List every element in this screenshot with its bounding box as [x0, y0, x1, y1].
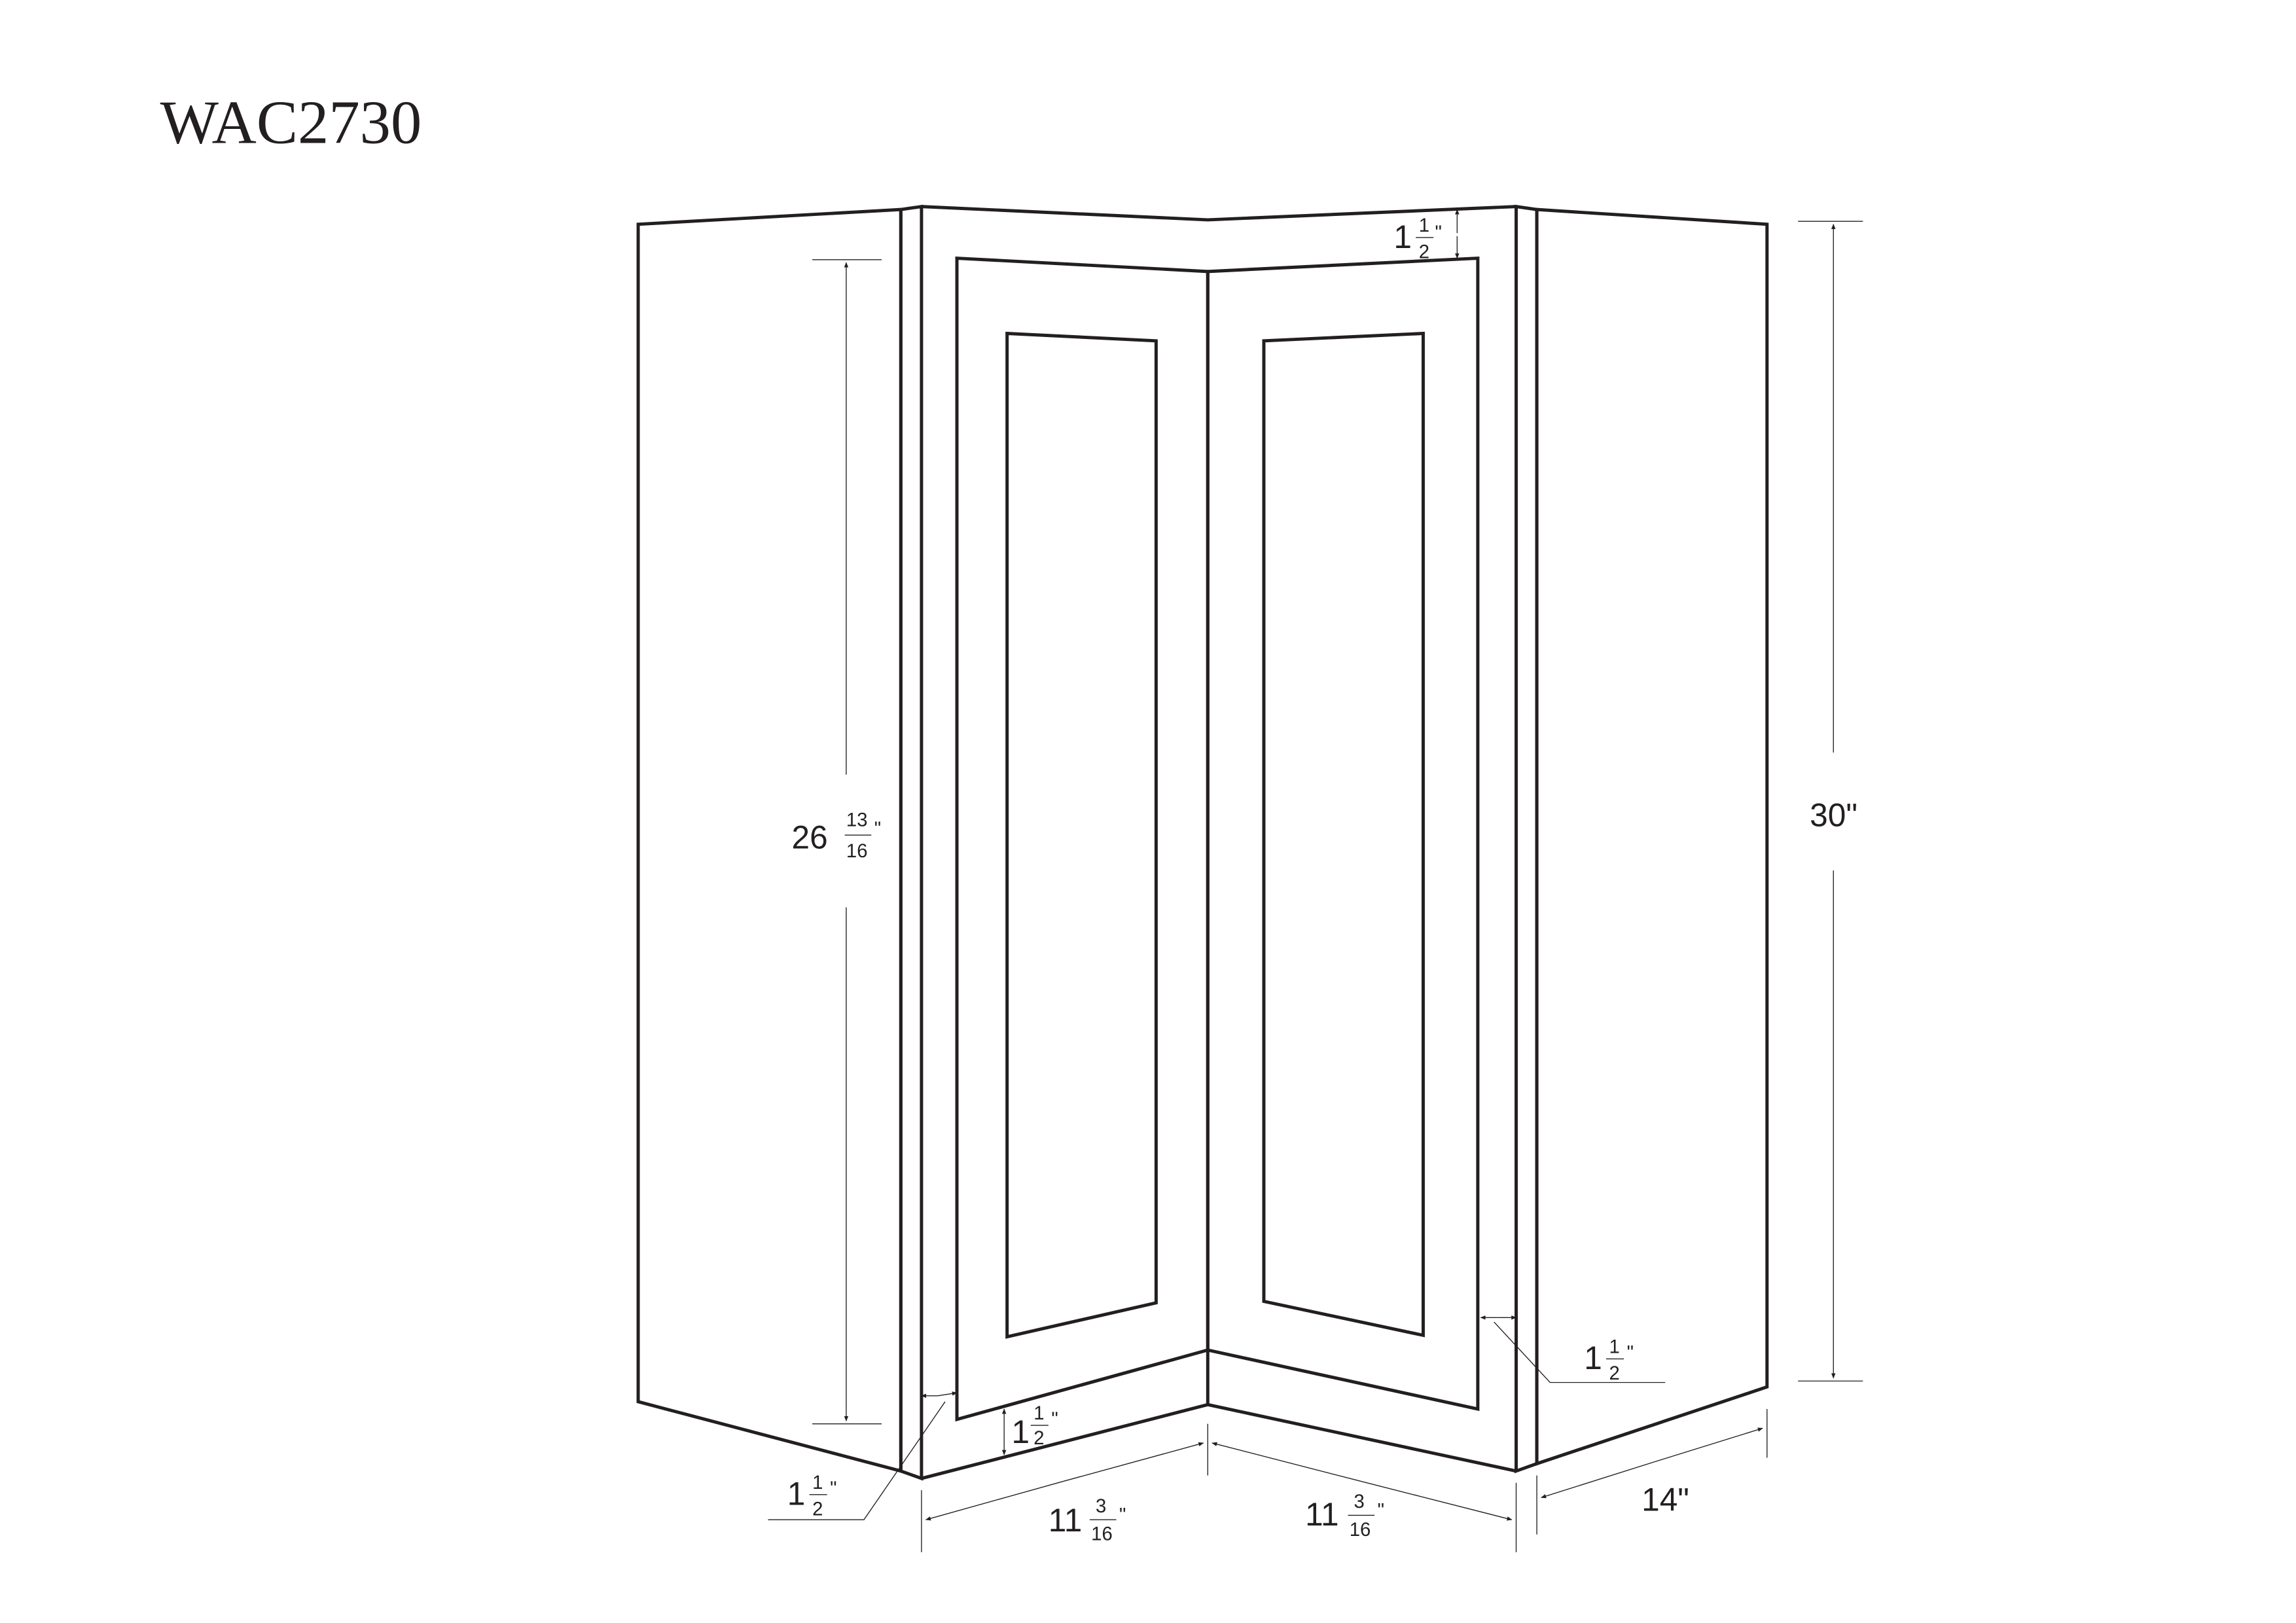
svg-text:26: 26 [792, 819, 828, 855]
dim-left-stile: 1 1 2 " [768, 1391, 958, 1520]
svg-text:16: 16 [846, 840, 868, 862]
svg-text:": " [1119, 1504, 1126, 1525]
svg-text:": " [1435, 222, 1442, 243]
svg-text:1: 1 [787, 1476, 806, 1512]
svg-text:16: 16 [1350, 1519, 1371, 1541]
left-door-panel [1005, 331, 1158, 1339]
svg-text:3: 3 [1096, 1495, 1106, 1517]
svg-text:2: 2 [1033, 1427, 1044, 1449]
svg-text:30": 30" [1810, 797, 1857, 834]
dim-right-stile: 1 1 2 " [1480, 1315, 1666, 1384]
dim-bottom-rail: 1 1 2 " [1001, 1402, 1058, 1455]
right-stile [1515, 204, 1539, 1474]
svg-text:14": 14" [1641, 1482, 1689, 1518]
svg-text:": " [874, 818, 881, 840]
dim-depth: 14" [1536, 1409, 1768, 1535]
svg-text:11: 11 [1049, 1502, 1082, 1539]
svg-text:3: 3 [1354, 1491, 1365, 1512]
face-top-edge [921, 205, 1516, 222]
svg-text:16: 16 [1091, 1524, 1113, 1545]
cabinet-body [636, 204, 1769, 1481]
right-door-panel [1262, 331, 1425, 1338]
model-title: WAC2730 [160, 89, 422, 157]
svg-text:2: 2 [812, 1498, 823, 1520]
face-bottom-edge [921, 1402, 1517, 1480]
svg-text:2: 2 [1419, 241, 1429, 263]
svg-text:": " [1378, 1500, 1384, 1522]
svg-text:1: 1 [1419, 215, 1429, 236]
svg-text:1: 1 [1011, 1414, 1030, 1450]
svg-text:13: 13 [846, 810, 868, 831]
svg-text:2: 2 [1609, 1363, 1620, 1384]
dim-door-height: 26 13 16 " [792, 259, 882, 1425]
svg-text:1: 1 [1609, 1336, 1620, 1357]
svg-text:": " [1627, 1342, 1634, 1363]
svg-text:1: 1 [812, 1472, 823, 1493]
dim-total-height: 30" [1798, 221, 1863, 1382]
right-side-panel [1535, 207, 1769, 1466]
left-stile [899, 204, 924, 1481]
svg-text:1: 1 [1033, 1402, 1044, 1424]
svg-text:1: 1 [1393, 219, 1412, 255]
svg-text:1: 1 [1584, 1340, 1602, 1376]
svg-text:11: 11 [1305, 1496, 1338, 1533]
svg-text:": " [1051, 1408, 1058, 1430]
left-door [955, 256, 1210, 1422]
svg-text:": " [830, 1478, 836, 1499]
dim-top-rail: 1 1 2 " [1393, 209, 1460, 263]
right-door [1206, 256, 1480, 1412]
dim-left-width: 11 3 16 " [921, 1423, 1208, 1552]
dim-right-width: 11 3 16 " [1211, 1442, 1517, 1552]
